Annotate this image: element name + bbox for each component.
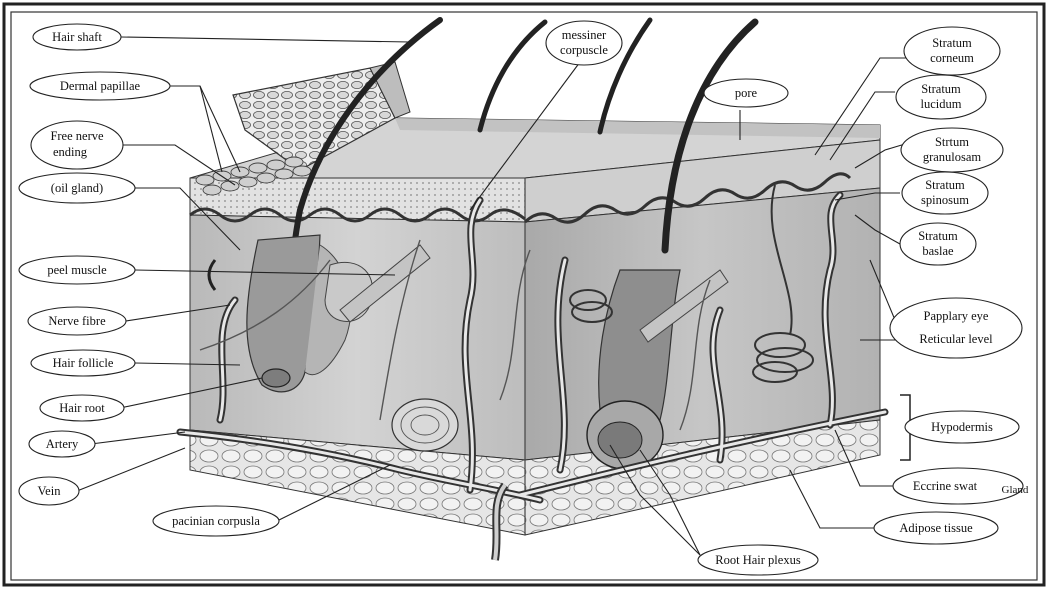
label-free-nerve-line1: Free nerve xyxy=(50,129,104,143)
label-stratum-corneum-line2: corneum xyxy=(930,51,974,65)
label-free-nerve-line2: ending xyxy=(53,145,88,159)
label-stratum-granulosum-line1: Strtum xyxy=(935,135,969,149)
label-stratum-spinosum-line2: spinosum xyxy=(921,193,969,207)
label-papillary-layer: Papplary eye xyxy=(924,309,989,323)
label-stratum-corneum-line1: Stratum xyxy=(932,36,972,50)
label-stratum-spinosum-line1: Stratum xyxy=(925,178,965,192)
label-messiner-line2: corpuscle xyxy=(560,43,608,57)
hair-root-left xyxy=(262,369,290,387)
label-hair-follicle: Hair follicle xyxy=(53,356,114,370)
label-stratum-lucidum-line2: lucidum xyxy=(921,97,962,111)
label-stratum-basale-line2: baslae xyxy=(922,244,954,258)
label-artery: Artery xyxy=(46,437,79,451)
label-nerve-fibre: Nerve fibre xyxy=(48,314,106,328)
label-dermal-papillae: Dermal papillae xyxy=(60,79,141,93)
label-reticular-layer: Reticular level xyxy=(919,332,993,346)
label-pacinian-corpuscle: pacinian corpusla xyxy=(172,514,260,528)
label-stratum-basale-line1: Stratum xyxy=(918,229,958,243)
label-eccrine-line1: Eccrine swat xyxy=(913,479,978,493)
label-hair-root: Hair root xyxy=(59,401,105,415)
label-hair-shaft: Hair shaft xyxy=(52,30,102,44)
label-peel-muscle: peel muscle xyxy=(47,263,107,277)
label-eccrine-line2: Gland xyxy=(1002,484,1029,496)
label-hypodermis: Hypodermis xyxy=(931,420,993,434)
label-adipose-tissue: Adipose tissue xyxy=(899,521,973,535)
label-pore: pore xyxy=(735,86,758,100)
label-oil-gland: (oil gland) xyxy=(51,181,103,195)
label-messiner-line1: messiner xyxy=(562,28,607,42)
label-stratum-granulosum-line2: granulosam xyxy=(923,150,982,164)
label-root-hair-plexus: Root Hair plexus xyxy=(715,553,801,567)
label-vein: Vein xyxy=(38,484,62,498)
label-stratum-lucidum-line1: Stratum xyxy=(921,82,961,96)
